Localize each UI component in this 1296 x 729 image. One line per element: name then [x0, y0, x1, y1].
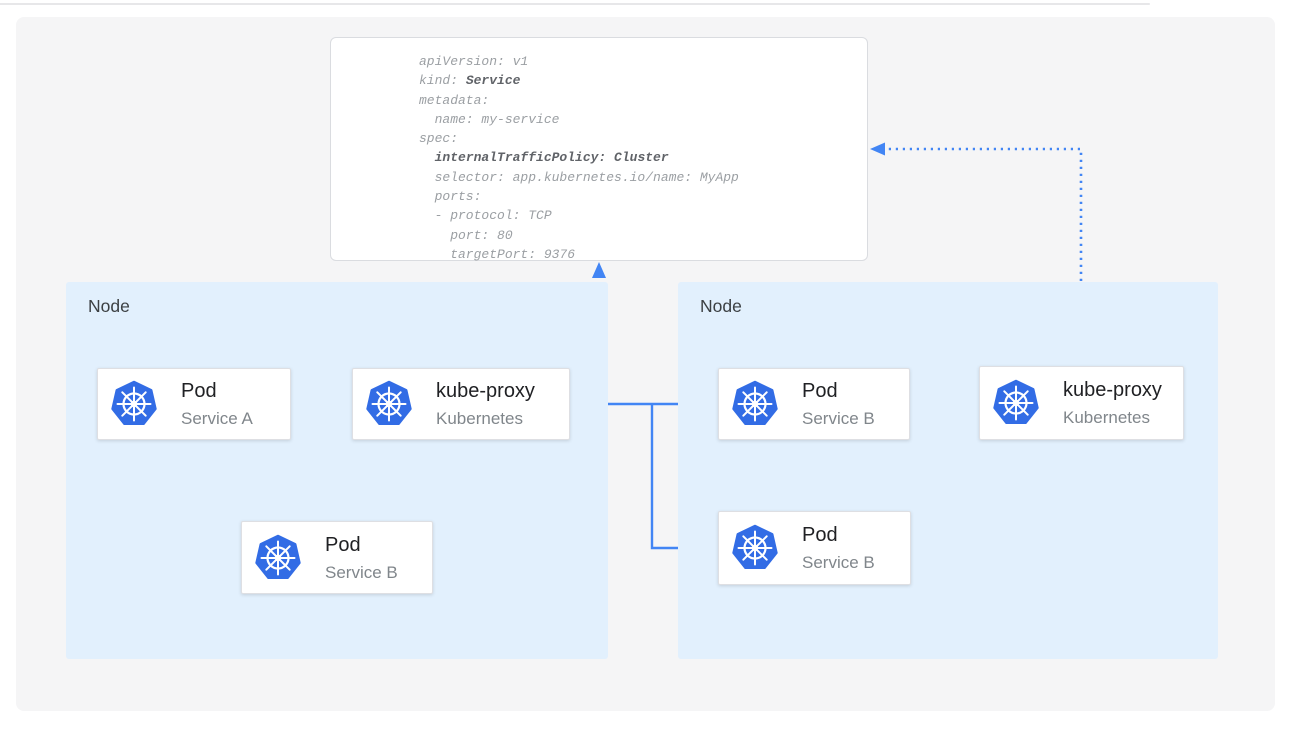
yaml-line-port: port: 80 — [419, 226, 851, 245]
kubernetes-icon — [110, 380, 158, 428]
top-divider — [0, 3, 1150, 5]
kubernetes-icon — [731, 380, 779, 428]
yaml-line-metadata: metadata: — [419, 91, 851, 110]
card-kube-proxy-right: kube-proxy Kubernetes — [979, 366, 1184, 440]
card-pod-service-b-bottom-right: Pod Service B — [718, 511, 911, 585]
yaml-line-targetport: targetPort: 9376 — [419, 245, 851, 264]
yaml-line-kind: kind: Service — [419, 71, 851, 90]
yaml-line-internal-traffic-policy: internalTrafficPolicy: Cluster — [419, 148, 851, 167]
node-box-left: Node — [66, 282, 608, 659]
kubernetes-icon — [254, 534, 302, 582]
yaml-line-name: name: my-service — [419, 110, 851, 129]
node-label-right: Node — [700, 296, 742, 317]
yaml-line-protocol: - protocol: TCP — [419, 206, 851, 225]
card-subtitle: Service B — [325, 560, 398, 585]
yaml-line-selector: selector: app.kubernetes.io/name: MyApp — [419, 168, 851, 187]
card-subtitle: Kubernetes — [1063, 405, 1162, 430]
yaml-line-apiversion: apiVersion: v1 — [419, 52, 851, 71]
node-label-left: Node — [88, 296, 130, 317]
card-title: Pod — [802, 377, 875, 406]
kubernetes-icon — [731, 524, 779, 572]
kubernetes-icon — [365, 380, 413, 428]
card-title: kube-proxy — [436, 377, 535, 406]
yaml-line-spec: spec: — [419, 129, 851, 148]
yaml-line-ports: ports: — [419, 187, 851, 206]
card-subtitle: Service B — [802, 406, 875, 431]
card-title: kube-proxy — [1063, 376, 1162, 405]
card-subtitle: Service A — [181, 406, 253, 431]
service-yaml-panel: apiVersion: v1 kind: Service metadata: n… — [330, 37, 868, 261]
card-pod-service-a: Pod Service A — [97, 368, 291, 440]
card-subtitle: Service B — [802, 550, 875, 575]
card-title: Pod — [325, 531, 398, 560]
card-title: Pod — [181, 377, 253, 406]
card-subtitle: Kubernetes — [436, 406, 535, 431]
kubernetes-icon — [992, 379, 1040, 427]
card-title: Pod — [802, 521, 875, 550]
card-pod-service-b-left: Pod Service B — [241, 521, 433, 594]
node-box-right: Node — [678, 282, 1218, 659]
card-kube-proxy-left: kube-proxy Kubernetes — [352, 368, 570, 440]
card-pod-service-b-top-right: Pod Service B — [718, 368, 910, 440]
